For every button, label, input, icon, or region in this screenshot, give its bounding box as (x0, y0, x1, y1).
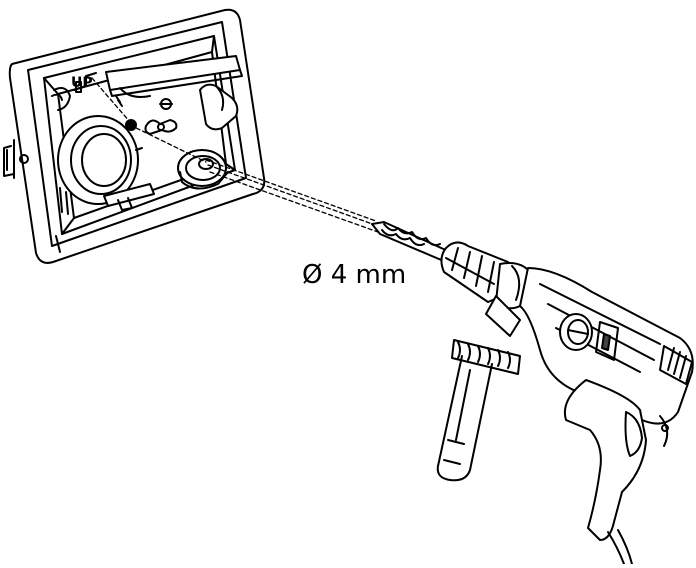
drill-bit-diameter-label: Ø 4 mm (302, 260, 407, 290)
mounting-box-icon (3, 8, 266, 264)
box-up-marking: UP (71, 75, 93, 91)
alignment-lines (91, 77, 379, 233)
drill-bit-icon (371, 221, 451, 263)
power-drill-icon (436, 241, 694, 565)
